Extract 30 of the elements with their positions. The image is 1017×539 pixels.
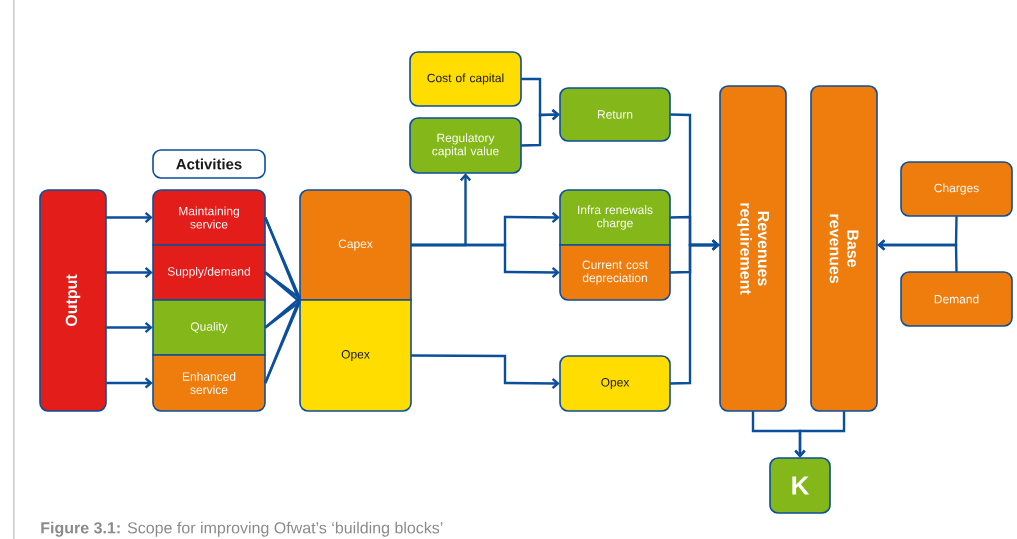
arrow <box>106 266 153 279</box>
cost-cell: Opex <box>299 299 412 412</box>
process-box: Charges <box>900 161 1013 217</box>
process-box: Return <box>559 87 671 142</box>
arrow <box>670 239 720 385</box>
arrow <box>411 354 560 389</box>
arrow <box>106 211 153 224</box>
revenue-bar: Base revenues <box>810 85 878 412</box>
activity-cell: Maintaining service <box>152 189 266 246</box>
arrow <box>106 321 153 334</box>
arrow <box>411 243 560 278</box>
process-cell: Current cost depreciation <box>559 244 671 301</box>
process-box: Cost of capital <box>409 51 522 107</box>
cost-cell: Capex <box>299 189 412 301</box>
heading-box: Activities <box>152 149 266 179</box>
process-box: Opex <box>559 355 671 412</box>
activity-cell: Supply/demand <box>152 244 266 301</box>
output-box: Output <box>39 189 107 412</box>
arrow <box>106 377 153 389</box>
revenue-bar: Revenues requirement <box>719 85 787 412</box>
process-box: Regulatory capital value <box>409 117 522 174</box>
activity-cell: Quality <box>152 299 266 356</box>
arrow <box>794 411 846 458</box>
arrow <box>521 109 560 147</box>
result-box: K <box>769 457 831 514</box>
arrow <box>877 239 958 272</box>
caption: Figure 3.1: Scope for improving Ofwat’s ‘building blocks’ <box>41 521 443 537</box>
activity-cell: Enhanced service <box>152 354 266 412</box>
process-box: Demand <box>900 271 1013 327</box>
process-cell: Infra renewals charge <box>559 189 671 246</box>
